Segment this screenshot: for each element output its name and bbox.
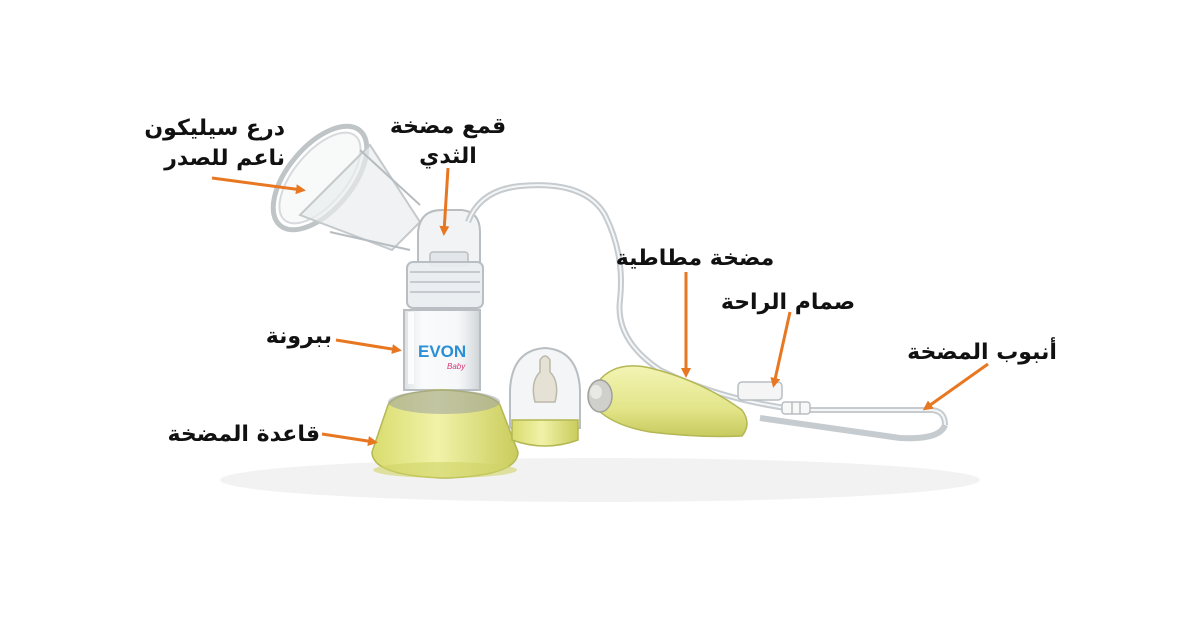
arrow-pump-head — [439, 167, 450, 236]
rubber-bulb — [587, 365, 748, 438]
label-pump-base: قاعدة المضخة — [167, 422, 320, 447]
bottle — [403, 261, 484, 391]
arrow-silicone-shield — [211, 176, 306, 195]
pump-head — [417, 209, 481, 267]
label-pump-funnel: قمع مضخة الثدي — [389, 114, 507, 169]
label-pump-tube: أنبوب المضخة — [907, 340, 1057, 365]
logo-subtext: Baby — [447, 362, 466, 371]
arrow-pump-tube — [922, 362, 989, 411]
logo-text: EVON — [418, 342, 466, 361]
floor-shadow — [220, 458, 980, 502]
arrow-bottle — [335, 338, 402, 354]
label-comfort-valve: صمام الراحة — [720, 290, 856, 315]
label-rubber-pump: مضخة مطاطية — [615, 246, 775, 271]
arrow-pump-base — [321, 432, 378, 447]
label-silicone-shield: درع سيليكون ناعم للصدر — [144, 116, 285, 171]
pump-base — [371, 389, 519, 479]
annotation-arrows — [211, 167, 989, 447]
label-bottle: ببرونة — [265, 324, 332, 349]
nipple-cap — [509, 346, 581, 447]
arrow-comfort-valve — [770, 311, 792, 388]
comfort-valve — [737, 381, 811, 415]
bottle-logo: EVON Baby — [418, 342, 466, 371]
